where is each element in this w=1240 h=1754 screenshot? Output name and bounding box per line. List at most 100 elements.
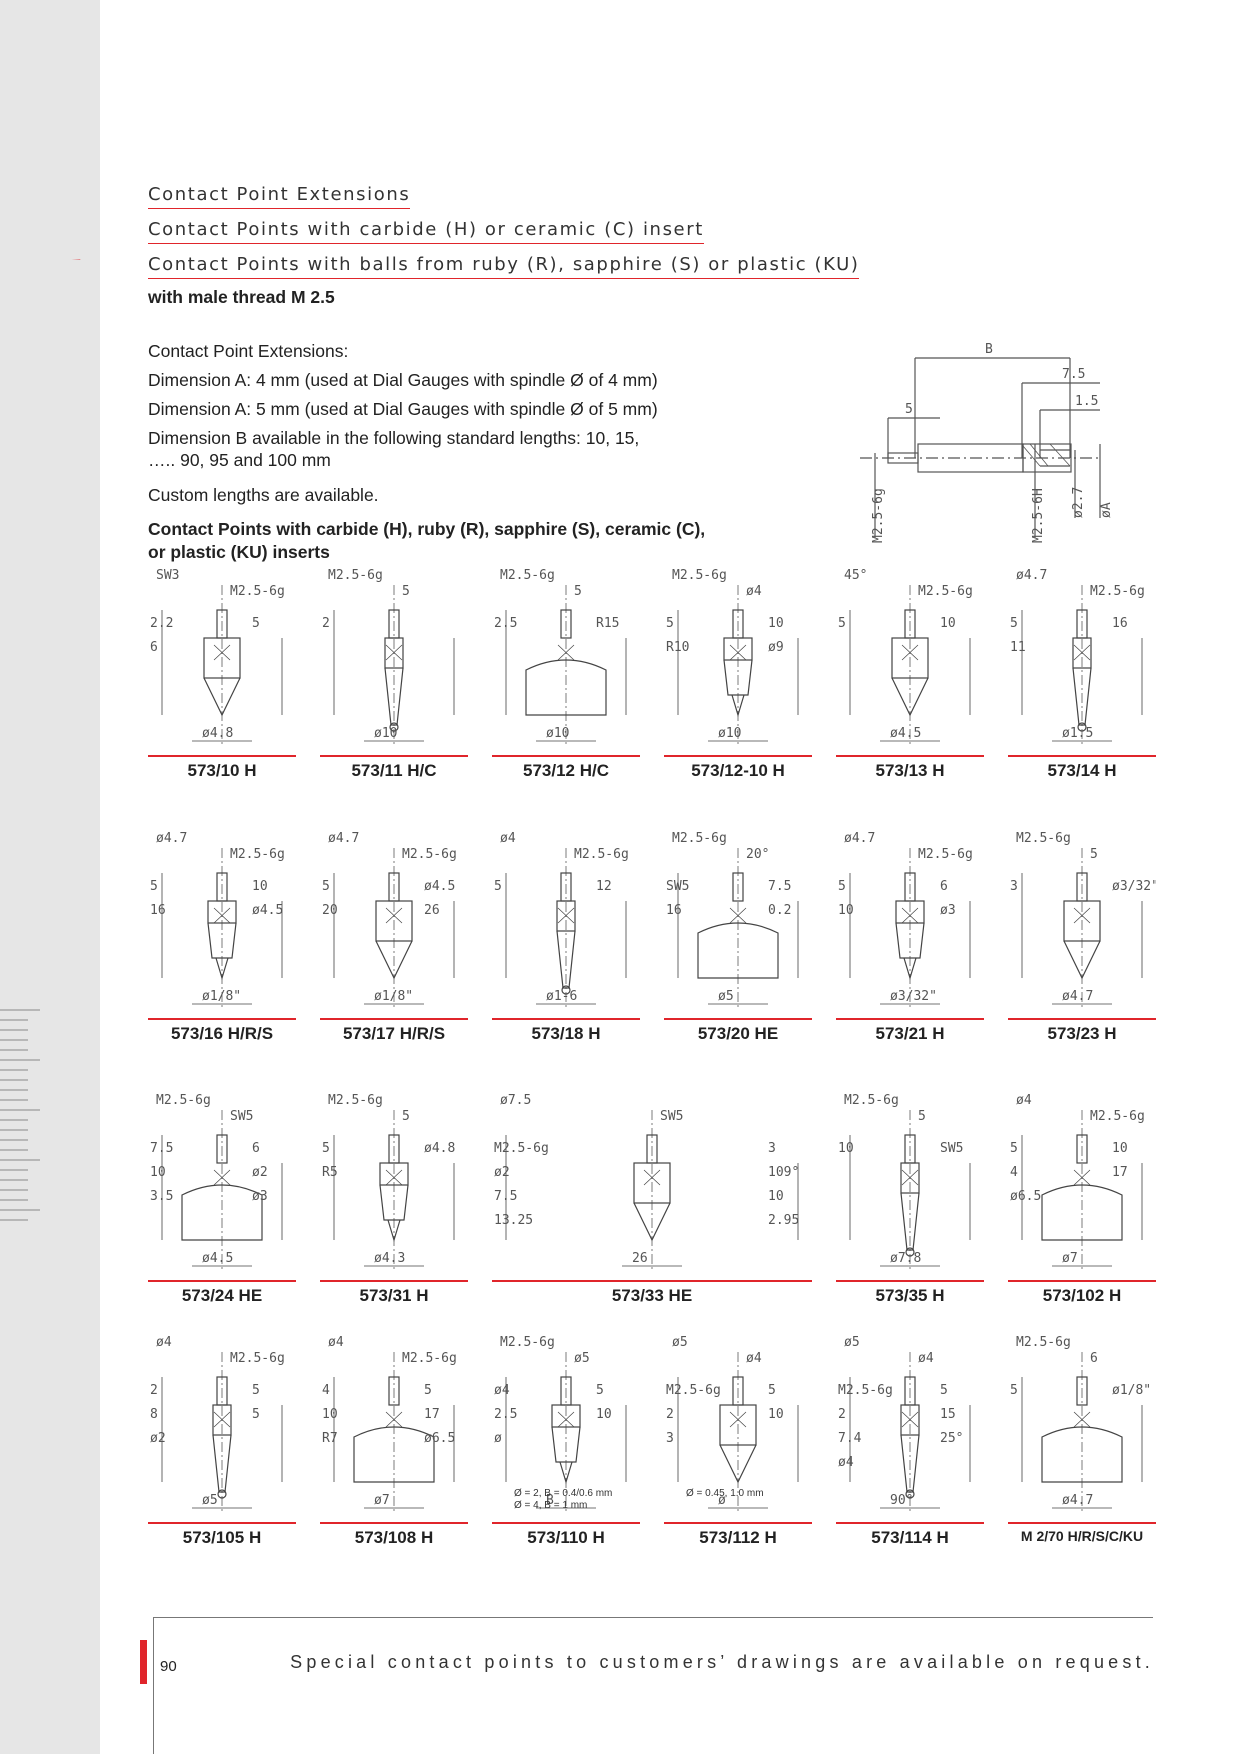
label-rule xyxy=(836,1522,984,1524)
dimension-label: SW5 xyxy=(666,879,689,894)
dimension-label: 16 xyxy=(1112,616,1128,631)
dimension-label: ø3/32" xyxy=(1112,879,1156,894)
dimension-label: 4 xyxy=(322,1383,330,1398)
dimension-label: M2.5-6g xyxy=(844,1093,899,1108)
dimension-label: 5 xyxy=(768,1383,776,1398)
dimension-label: 26 xyxy=(632,1251,648,1266)
drawing-note: Ø = 0.45, 1.0 mm xyxy=(686,1488,764,1499)
intro-dimension-a5: Dimension A: 5 mm (used at Dial Gauges w… xyxy=(148,399,658,419)
dimension-label: M2.5-6g xyxy=(838,1383,893,1398)
dimension-label: 2.5 xyxy=(494,1407,517,1422)
dimension-label: ø4.7 xyxy=(156,831,187,846)
dimension-label: 8 xyxy=(150,1407,158,1422)
product-code: 573/14 H xyxy=(1047,761,1117,780)
dim-1-5: 1.5 xyxy=(1075,394,1098,409)
dimension-label: ø10 xyxy=(546,726,569,741)
dimension-label: 10 xyxy=(768,1407,784,1422)
dimension-label: 2.5 xyxy=(494,616,517,631)
inserts-title-1: Contact Points with carbide (H), ruby (R… xyxy=(148,519,706,539)
dimension-label: 5 xyxy=(1090,847,1098,862)
product-code: 573/12 H/C xyxy=(523,761,609,780)
label-rule xyxy=(1008,1522,1156,1524)
dimension-label: 5 xyxy=(1010,1141,1018,1156)
dimension-label: ø4.5 xyxy=(424,879,455,894)
dimension-label: 15 xyxy=(940,1407,956,1422)
dimension-label: 5 xyxy=(252,1407,260,1422)
dimension-label: 5 xyxy=(424,1383,432,1398)
dimension-label: M2.5-6g xyxy=(500,1335,555,1350)
product-code: 573/35 H xyxy=(875,1286,945,1305)
dimension-label: M2.5-6g xyxy=(156,1093,211,1108)
dimension-label: 13.25 xyxy=(494,1213,533,1228)
dimension-label: 5 xyxy=(666,616,674,631)
dimension-label: ø4.7 xyxy=(1062,1493,1093,1508)
intro-dimension-a4: Dimension A: 4 mm (used at Dial Gauges w… xyxy=(148,370,658,390)
dimension-label: ø10 xyxy=(374,726,397,741)
dimension-label: R10 xyxy=(666,640,689,655)
dimension-label: M2.5-6g xyxy=(574,847,629,862)
product-code: 573/11 H/C xyxy=(351,761,437,780)
dimension-label: ø4 xyxy=(500,831,516,846)
dimension-label: M2.5-6g xyxy=(918,584,973,599)
label-rule xyxy=(492,755,640,757)
dimension-label: ø1/8" xyxy=(374,989,413,1004)
dim-dia-a: øA xyxy=(1099,502,1114,518)
dimension-label: 10 xyxy=(322,1407,338,1422)
dimension-label: 10 xyxy=(838,903,854,918)
dimension-label: 26 xyxy=(424,903,440,918)
dimension-label: R7 xyxy=(322,1431,338,1446)
label-rule xyxy=(320,1522,468,1524)
dim-thread-male: M2.5-6g xyxy=(871,488,886,543)
product-code: 573/16 H/R/S xyxy=(170,1024,274,1043)
dimension-label: ø4.8 xyxy=(202,726,233,741)
dimension-label: 16 xyxy=(666,903,682,918)
page-marker xyxy=(140,1640,147,1684)
dimension-label: 5 xyxy=(150,879,158,894)
dimension-label: 7.5 xyxy=(150,1141,173,1156)
product-code: 573/23 H xyxy=(1047,1024,1117,1043)
dimension-label: 5 xyxy=(322,879,330,894)
dimension-label: ø5 xyxy=(202,1493,218,1508)
dimension-label: ø7 xyxy=(1062,1251,1078,1266)
dimension-label: ø4.5 xyxy=(202,1251,233,1266)
header-ruby-sapphire-plastic: Contact Points with balls from ruby (R),… xyxy=(148,254,860,279)
dimension-label: ø4.7 xyxy=(844,831,875,846)
dimension-label: 2 xyxy=(322,616,330,631)
label-rule xyxy=(148,755,296,757)
product-code: 573/18 H xyxy=(531,1024,601,1043)
dimension-label: 12 xyxy=(596,879,612,894)
dimension-label: M2.5-6g xyxy=(230,584,285,599)
dimension-label: 7.5 xyxy=(494,1189,517,1204)
dimension-label: 7.4 xyxy=(838,1431,862,1446)
dimension-label: 7.5 xyxy=(768,879,791,894)
intro-custom-lengths: Custom lengths are available. xyxy=(148,485,379,505)
label-rule xyxy=(492,1280,812,1282)
dimension-label: 5 xyxy=(918,1109,926,1124)
label-rule xyxy=(664,1522,812,1524)
dimension-label: 10 xyxy=(768,1189,784,1204)
dimension-label: M2.5-6g xyxy=(328,1093,383,1108)
dimension-label: ø4.5 xyxy=(890,726,921,741)
dimension-label: SW3 xyxy=(156,568,179,583)
label-rule xyxy=(1008,755,1156,757)
product-code: M 2/70 H/R/S/C/KU xyxy=(1020,1528,1144,1544)
dimension-label: M2.5-6g xyxy=(1016,831,1071,846)
drawing-note: Ø = 2, B = 0.4/0.6 mm xyxy=(514,1488,612,1499)
dimension-label: ø3 xyxy=(940,903,956,918)
label-rule xyxy=(320,755,468,757)
